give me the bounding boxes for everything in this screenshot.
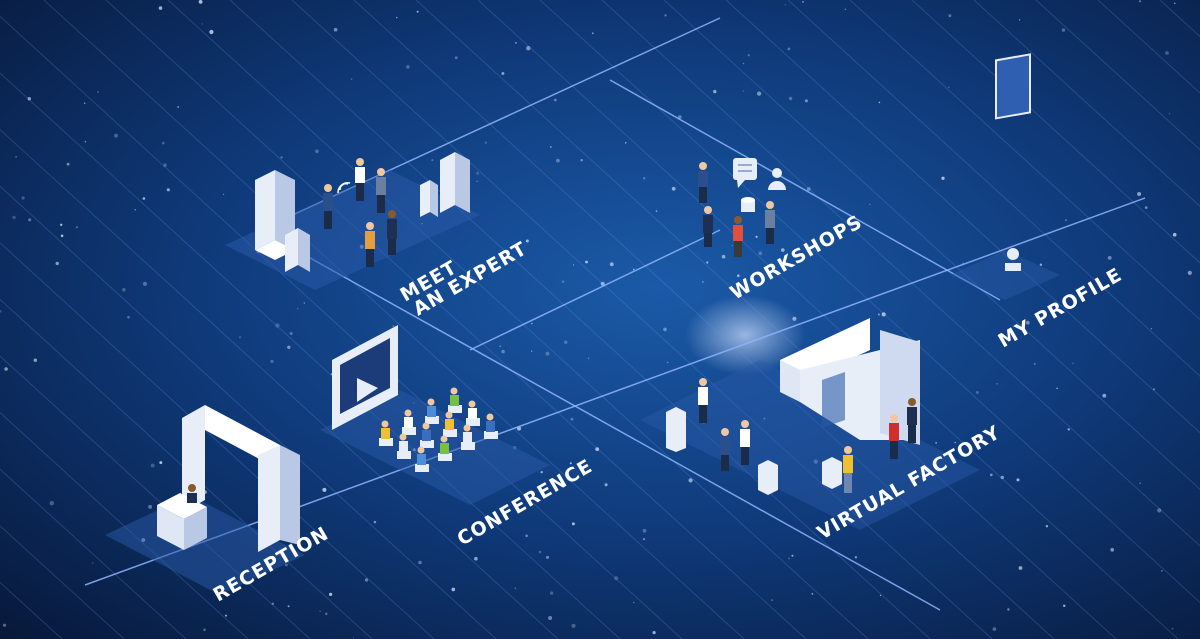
seated-attendee (438, 435, 452, 461)
workshop-people (698, 162, 775, 257)
seated-attendee (379, 420, 393, 446)
expert-people (323, 158, 397, 267)
seated-attendee (448, 387, 462, 413)
factory-platform (640, 360, 980, 530)
factory-people (698, 378, 917, 493)
factory-kiosks (666, 407, 842, 495)
seated-attendee (397, 433, 411, 459)
seated-attendee (443, 411, 457, 437)
seated-attendee (466, 400, 480, 426)
video-screen (332, 325, 398, 430)
seated-attendee (425, 398, 439, 424)
seated-attendee (461, 424, 475, 450)
audience-seats (379, 387, 498, 472)
seated-attendee (402, 409, 416, 435)
profile-platform (950, 250, 1060, 300)
conference-platform (320, 390, 550, 505)
profile-card-icon (995, 53, 1031, 271)
meet-expert-pillars (255, 152, 470, 272)
seated-attendee (415, 446, 429, 472)
zone-reception[interactable]: RECEPTION (105, 405, 333, 606)
play-icon (357, 378, 378, 402)
database-icon (741, 197, 755, 212)
wifi-icon (337, 182, 351, 194)
reception-desk (157, 484, 207, 550)
seated-attendee (420, 422, 434, 448)
reception-arch (182, 405, 300, 552)
seated-attendee (484, 413, 498, 439)
speech-bubble-icon (733, 158, 757, 188)
reception-platform (105, 495, 305, 595)
avatar-icon (768, 168, 786, 190)
